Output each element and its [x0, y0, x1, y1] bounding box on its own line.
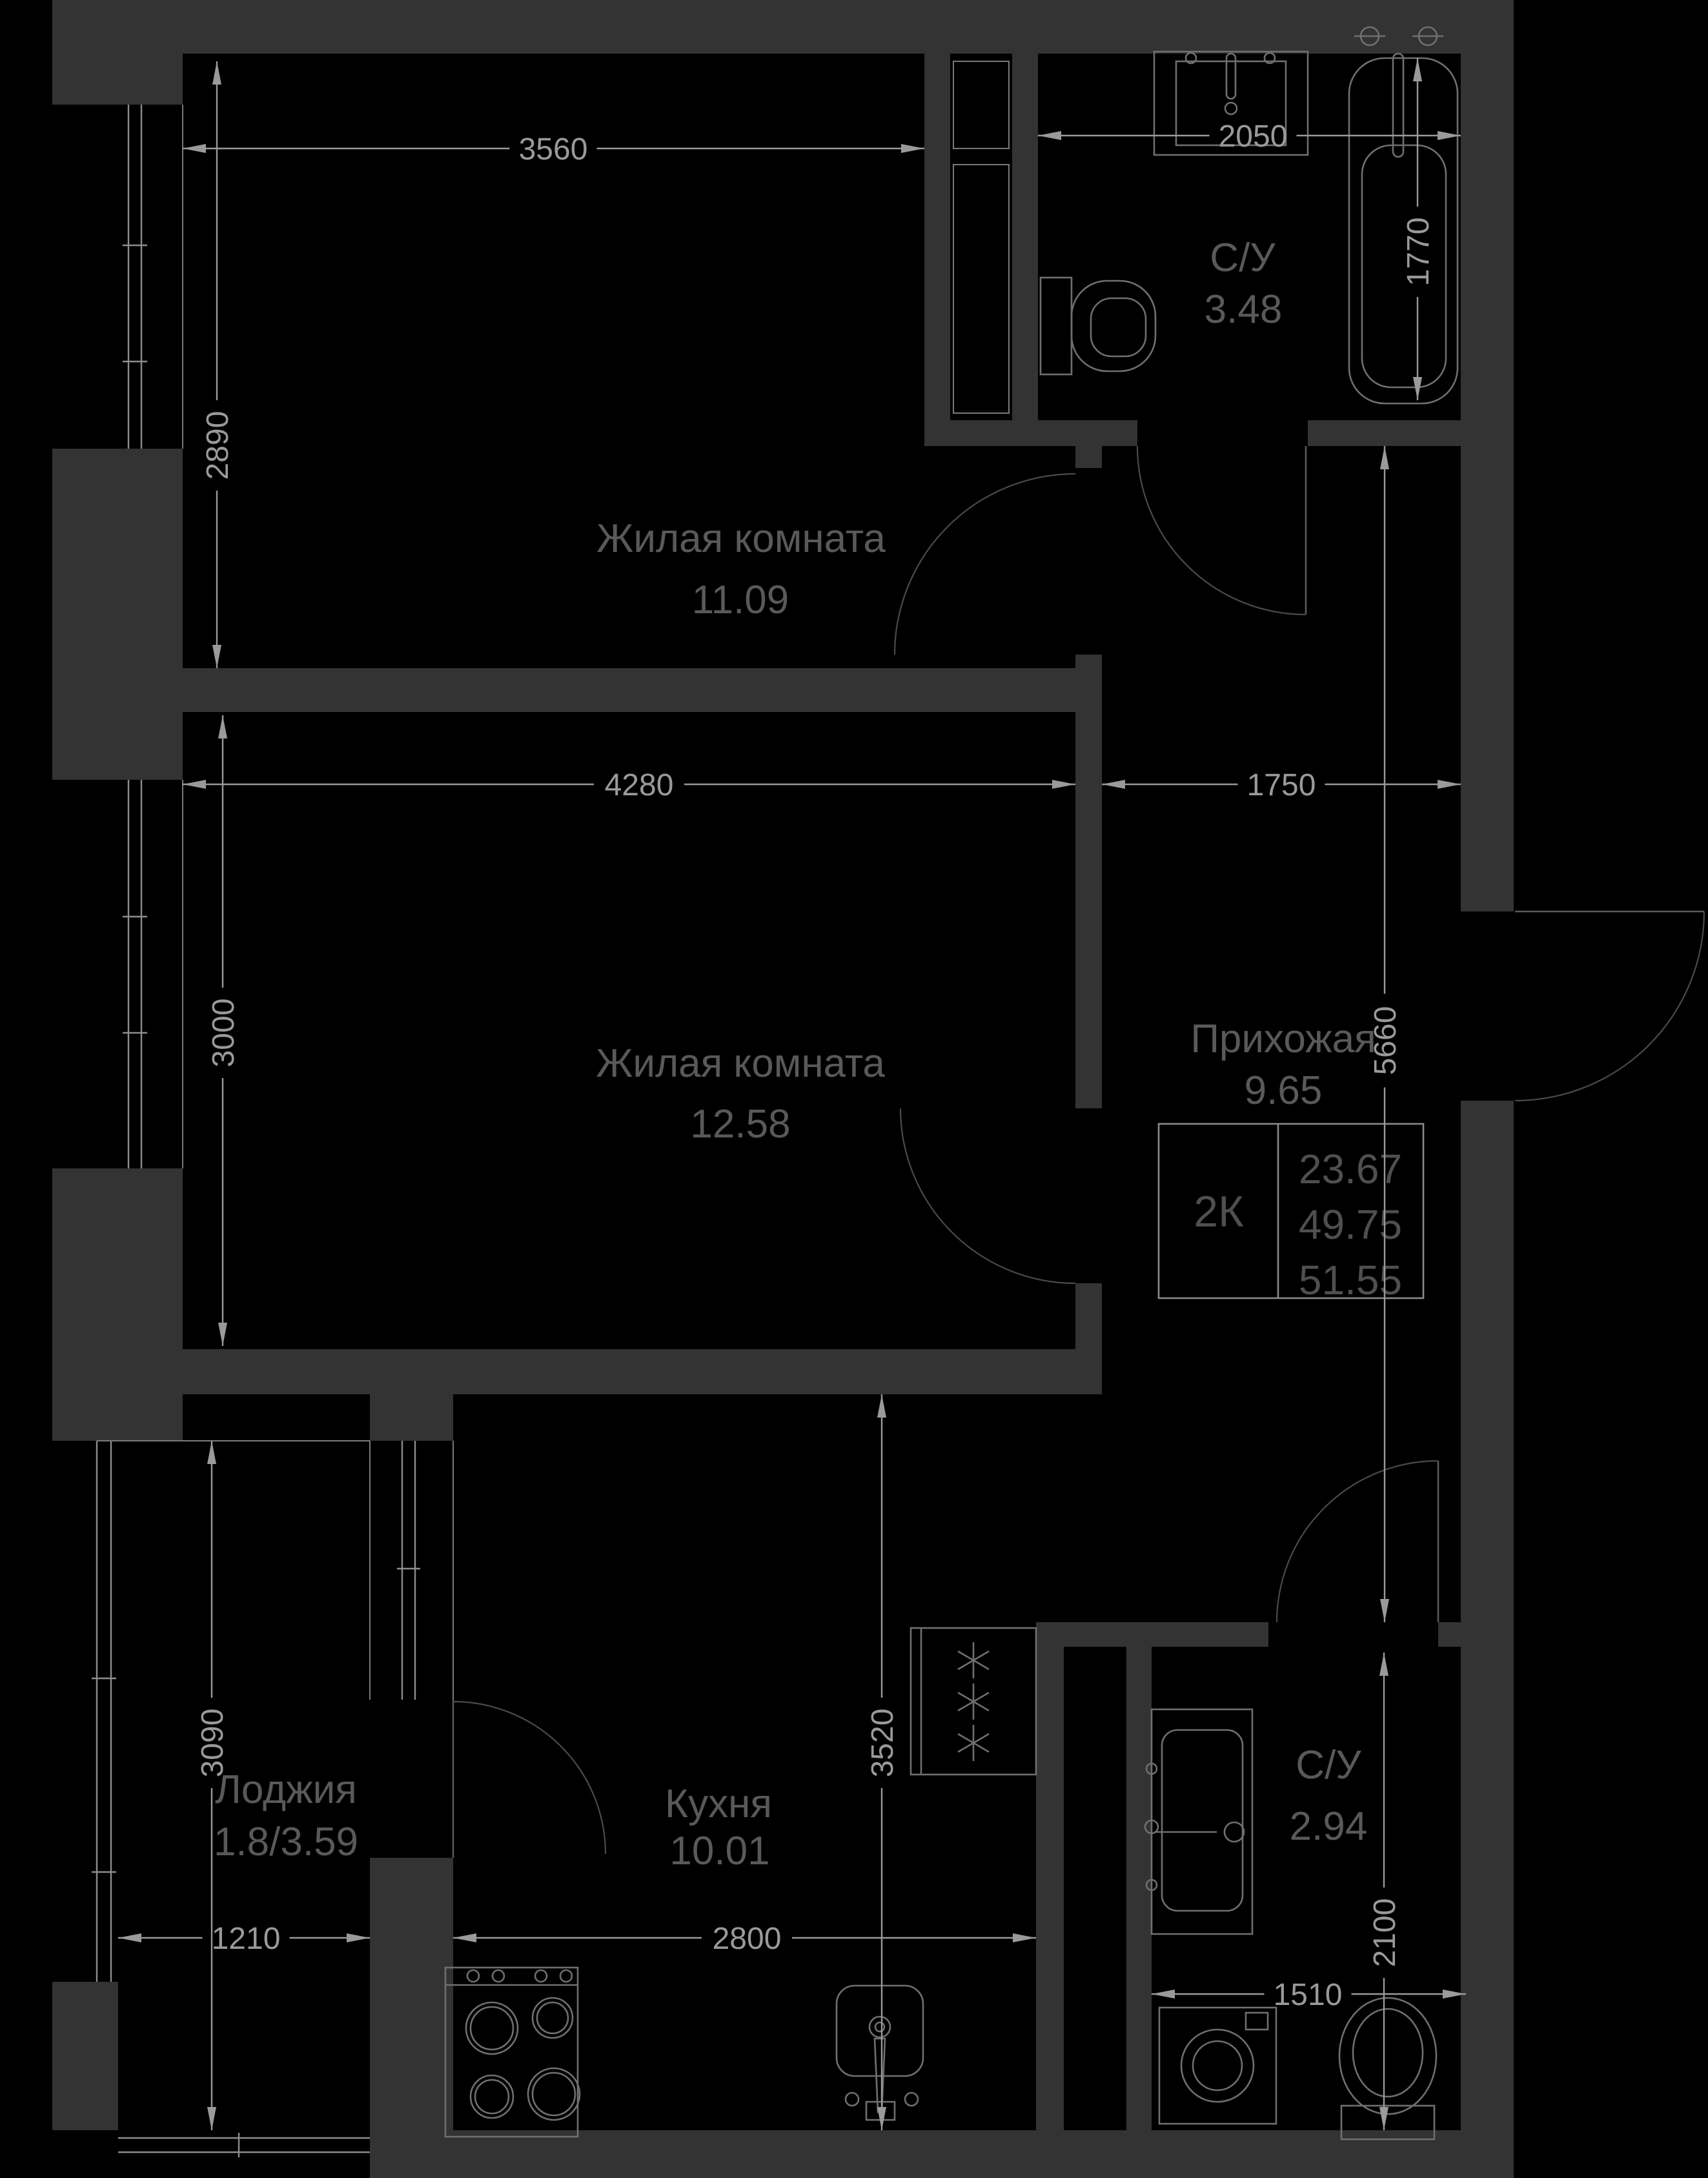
- shaft-boxes: [953, 61, 1010, 414]
- wall-loggia-bottom-block: [370, 1858, 453, 2130]
- label-living1-name: Жилая комната: [596, 516, 886, 561]
- svg-text:2890: 2890: [201, 411, 235, 480]
- wall-left-pier4: [52, 1982, 118, 2130]
- dim-3560: 3560: [183, 132, 924, 167]
- door-bathroom2: [1276, 1460, 1439, 1623]
- total-area-value: 51.55: [1299, 1257, 1402, 1303]
- wall-top: [52, 0, 1514, 54]
- label-hallway-area: 9.65: [1245, 1068, 1323, 1113]
- dim-2100: 2100: [1368, 1653, 1402, 2130]
- wall-left-pier1: [52, 54, 183, 105]
- svg-text:3560: 3560: [519, 132, 588, 167]
- walls: [52, 0, 1514, 2178]
- doors: [452, 445, 1705, 1858]
- svg-text:3520: 3520: [866, 1709, 900, 1778]
- dim-1210: 1210: [118, 1922, 370, 1956]
- vanity-sink-icon: [1144, 1708, 1254, 1935]
- info-box-frame: [1157, 1123, 1425, 1299]
- info-box: 2К 23.67 49.75 51.55: [1157, 1123, 1425, 1303]
- svg-text:1210: 1210: [212, 1922, 281, 1956]
- svg-text:2050: 2050: [1219, 119, 1288, 154]
- asterisk-3: [957, 1725, 990, 1761]
- svg-text:5660: 5660: [1368, 1006, 1403, 1075]
- wall-hall-bottom-left: [1036, 1622, 1268, 1647]
- door-living2: [899, 1108, 1076, 1285]
- svg-text:2800: 2800: [713, 1922, 782, 1956]
- bathtub-icon: [1348, 26, 1459, 405]
- window-living2: [123, 780, 183, 1168]
- label-bathroom2-name: С/У: [1296, 1743, 1361, 1787]
- wall-room-divider: [183, 668, 1102, 712]
- stove-icon: [444, 1966, 581, 2138]
- bathroom-sink-icon: [1153, 50, 1309, 156]
- toilet2-icon: [1338, 1997, 1438, 2141]
- washing-machine-icon: [1158, 2006, 1277, 2125]
- flat-type: 2К: [1194, 1187, 1244, 1236]
- wall-right-upper: [1461, 54, 1514, 911]
- loggia-glazing: [92, 1440, 370, 2157]
- label-living1-area: 11.09: [692, 578, 789, 622]
- dim-1770: 1770: [1401, 58, 1436, 400]
- living-area-value: 23.67: [1299, 1146, 1402, 1192]
- asterisk-2: [957, 1684, 990, 1720]
- svg-text:3000: 3000: [207, 999, 241, 1068]
- label-living2-name: Жилая комната: [596, 1041, 885, 1086]
- asterisk-1: [957, 1642, 990, 1678]
- dim-2050: 2050: [1038, 119, 1461, 154]
- label-loggia-name: Лоджия: [215, 1767, 357, 1812]
- dim-3090: 3090: [196, 1441, 230, 2130]
- door-entrance: [1514, 910, 1705, 1102]
- svg-text:1750: 1750: [1247, 768, 1316, 802]
- wall-hall-bottom-right: [1438, 1622, 1514, 1647]
- wall-kitchen-east: [1036, 1622, 1064, 2130]
- svg-text:4280: 4280: [605, 768, 674, 802]
- wall-bath1-bottom-right: [1308, 420, 1461, 446]
- toilet-icon: [1039, 276, 1157, 376]
- svg-text:1510: 1510: [1274, 1978, 1343, 2012]
- svg-text:3090: 3090: [196, 1709, 230, 1778]
- wall-rooms-right-a: [1075, 655, 1102, 1108]
- door-living1: [893, 473, 1076, 655]
- wall-room2-bottom: [183, 1349, 1102, 1394]
- window-kitchen-loggia: [369, 1441, 454, 1700]
- dim-2890: 2890: [201, 61, 235, 668]
- wall-left-pier3: [52, 1168, 183, 1441]
- dimensions: 3560 2050 2890 1770 4280 1750 3000 5660 …: [118, 58, 1466, 2130]
- label-hallway-name: Прихожая: [1190, 1017, 1376, 1061]
- label-kitchen-name: Кухня: [665, 1782, 772, 1826]
- svg-text:2100: 2100: [1368, 1898, 1402, 1968]
- dim-3520: 3520: [866, 1394, 900, 2130]
- wall-loggia-top-block: [370, 1394, 453, 1441]
- window-living1: [123, 105, 183, 449]
- dim-1750: 1750: [1102, 768, 1461, 802]
- label-bathroom2-area: 2.94: [1290, 1804, 1368, 1849]
- wall-bath1-bottom-left: [924, 420, 1137, 446]
- svg-text:1770: 1770: [1401, 218, 1436, 287]
- dim-3000: 3000: [207, 715, 241, 1346]
- wall-shaft-right: [1012, 54, 1038, 446]
- label-bathroom1-name: С/У: [1210, 236, 1276, 280]
- dim-1510: 1510: [1152, 1978, 1466, 2012]
- wall-room1-stub: [1075, 446, 1102, 468]
- dim-5660: 5660: [1368, 446, 1403, 1622]
- label-living2-area: 12.58: [690, 1102, 790, 1146]
- dim-4280: 4280: [183, 768, 1075, 802]
- wall-left-pier2: [52, 449, 183, 780]
- wall-bath2-west: [1126, 1622, 1152, 2130]
- door-loggia: [452, 1700, 607, 1858]
- windows: [92, 61, 1010, 2157]
- label-bathroom1-area: 3.48: [1205, 287, 1283, 332]
- dim-2800: 2800: [453, 1922, 1036, 1956]
- door-bathroom1: [1136, 445, 1307, 616]
- wall-shaft-left: [924, 54, 950, 446]
- fridge-unit-icon: [910, 1627, 1037, 1776]
- label-loggia-area: 1.8/3.59: [214, 1820, 358, 1864]
- usable-area-value: 49.75: [1299, 1201, 1402, 1248]
- wall-bottom: [370, 2130, 1514, 2178]
- label-kitchen-area: 10.01: [669, 1829, 769, 1873]
- room-labels: Жилая комната 11.09 Жилая комната 12.58 …: [214, 236, 1376, 1873]
- kitchen-sink-icon: [835, 1984, 924, 2121]
- wall-rooms-right-b: [1075, 1283, 1102, 1349]
